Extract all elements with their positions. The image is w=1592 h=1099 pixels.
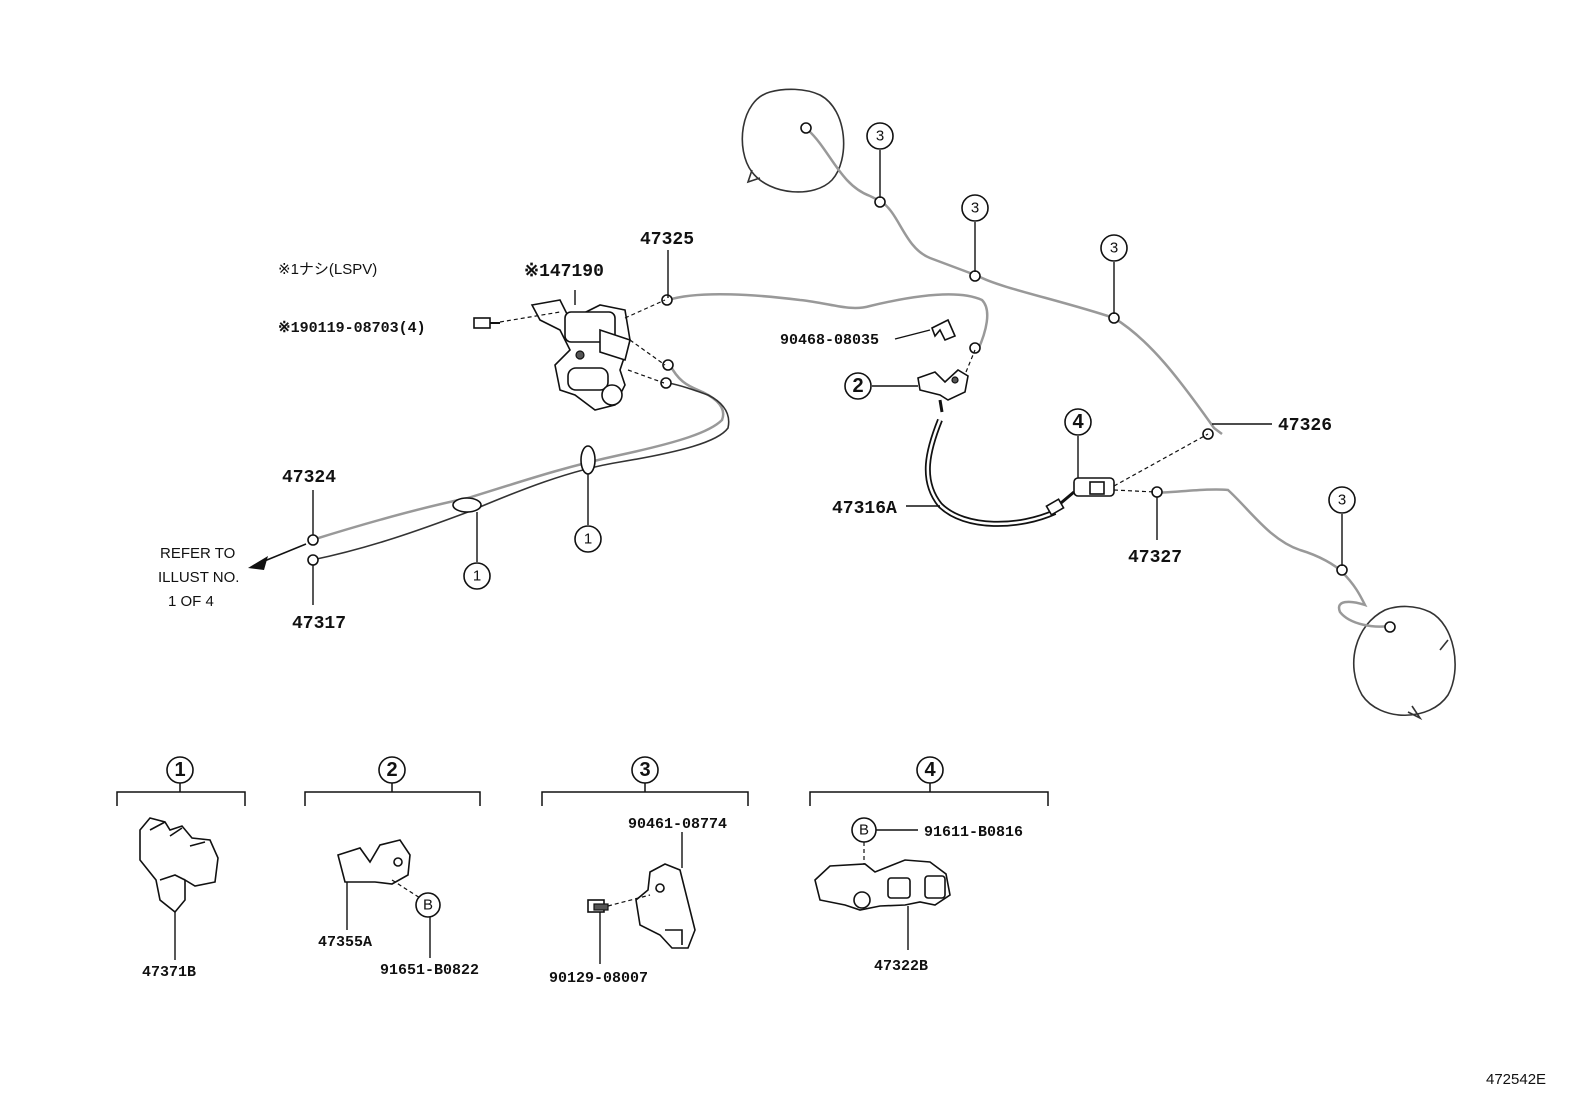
svg-text:B: B bbox=[423, 897, 433, 914]
diagram-id: 472542E bbox=[1486, 1071, 1546, 1088]
label-refer-1: REFER TO bbox=[160, 545, 235, 562]
callout-3-c: 3 bbox=[1100, 234, 1128, 262]
callout-3-a: 3 bbox=[866, 122, 894, 150]
callout-1-a: 1 bbox=[574, 525, 602, 553]
svg-text:B: B bbox=[859, 822, 869, 839]
detail-group-4: 4 B 91611-B0816 47322B bbox=[809, 756, 1049, 975]
rear-wheel-drum bbox=[1353, 605, 1456, 721]
pipe-fittings bbox=[307, 122, 1396, 633]
detail-group-2: 2 B 47355A 91651-B0822 bbox=[304, 756, 481, 979]
svg-text:1: 1 bbox=[584, 531, 592, 548]
label-47325: 47325 bbox=[640, 230, 694, 250]
label-90119: ※190119-08703(4) bbox=[278, 320, 426, 337]
svg-text:3: 3 bbox=[1110, 240, 1118, 257]
label-47355a: 47355A bbox=[318, 934, 372, 951]
bolt-90119 bbox=[473, 311, 561, 329]
label-91651: 91651-B0822 bbox=[380, 962, 479, 979]
label-47322b: 47322B bbox=[874, 958, 928, 975]
label-47326: 47326 bbox=[1278, 416, 1332, 436]
svg-text:2: 2 bbox=[386, 759, 397, 781]
svg-text:3: 3 bbox=[971, 200, 979, 217]
svg-text:3: 3 bbox=[639, 759, 650, 781]
callout-3-b: 3 bbox=[961, 194, 989, 222]
label-47371b: 47371B bbox=[142, 964, 196, 981]
label-90468: 90468-08035 bbox=[780, 332, 879, 349]
hose-bracket-2 bbox=[917, 349, 976, 413]
svg-text:3: 3 bbox=[876, 128, 884, 145]
label-lspv-note: ※1ナシ(LSPV) bbox=[278, 261, 377, 278]
svg-text:1: 1 bbox=[473, 568, 481, 585]
label-90129: 90129-08007 bbox=[549, 970, 648, 987]
label-47190: ※147190 bbox=[524, 262, 604, 282]
svg-text:4: 4 bbox=[924, 759, 936, 781]
clip-points bbox=[874, 196, 1348, 576]
svg-text:3: 3 bbox=[1338, 492, 1346, 509]
callout-3-d: 3 bbox=[1328, 486, 1356, 514]
label-91611: 91611-B0816 bbox=[924, 824, 1023, 841]
label-refer-3: 1 OF 4 bbox=[168, 593, 214, 610]
callout-1-b: 1 bbox=[463, 562, 491, 590]
svg-text:1: 1 bbox=[174, 759, 185, 781]
label-90461: 90461-08774 bbox=[628, 816, 727, 833]
callout-2: 2 bbox=[844, 372, 872, 400]
clip-90468 bbox=[930, 318, 957, 342]
callout-4: 4 bbox=[1064, 408, 1092, 436]
label-47317: 47317 bbox=[292, 614, 346, 634]
svg-text:2: 2 bbox=[852, 375, 863, 397]
load-sensing-valve bbox=[530, 299, 631, 411]
union-4 bbox=[1045, 433, 1209, 516]
front-wheel-drum bbox=[741, 88, 845, 193]
detail-group-3: 3 90461-08774 90129-08007 bbox=[541, 756, 749, 987]
label-refer-2: ILLUST NO. bbox=[158, 569, 239, 586]
label-47324: 47324 bbox=[282, 468, 336, 488]
svg-text:4: 4 bbox=[1072, 411, 1084, 433]
label-47316a: 47316A bbox=[832, 499, 897, 519]
label-47327: 47327 bbox=[1128, 548, 1182, 568]
detail-group-1: 1 47371B bbox=[116, 756, 246, 981]
